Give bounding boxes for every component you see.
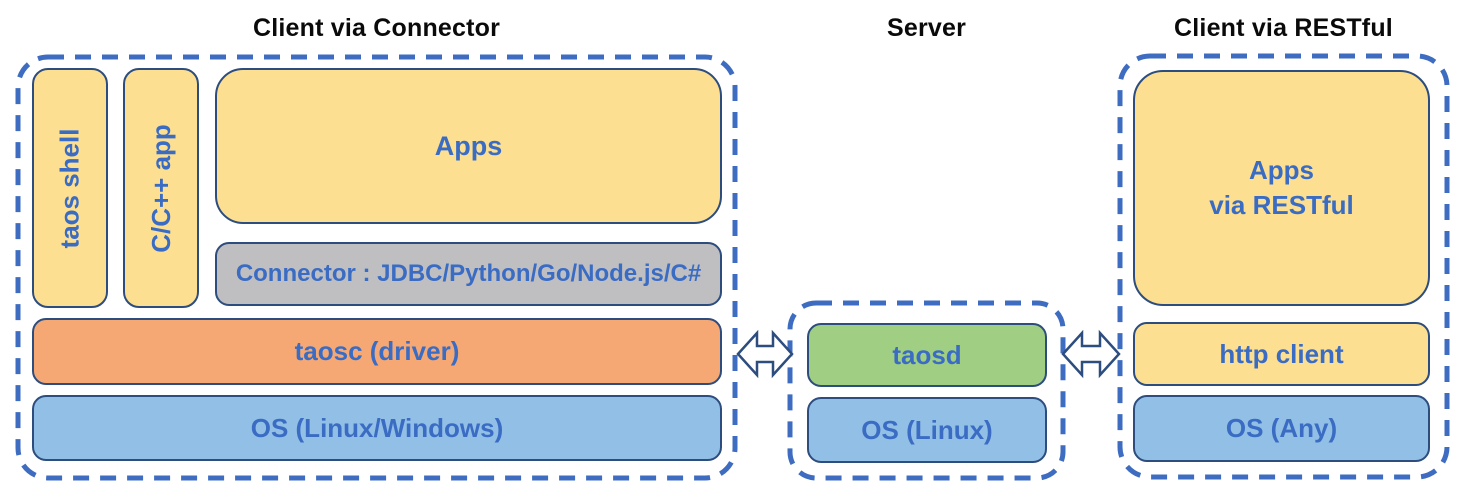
connector-box: Connector : JDBC/Python/Go/Node.js/C# (215, 242, 722, 306)
taosc-driver-label: taosc (driver) (294, 336, 460, 366)
os-linux-box: OS (Linux) (807, 397, 1047, 463)
taosc-driver-box: taosc (driver) (32, 318, 722, 385)
server-dashed-container (787, 300, 1066, 481)
apps-via-restful-box: Apps via RESTful (1133, 70, 1430, 306)
apps-via-restful-label-line2: via RESTful (1209, 190, 1354, 220)
client-restful-dashed-container (1117, 53, 1450, 480)
http-client-label: http client (1219, 338, 1344, 369)
os-linux-windows-label: OS (Linux/Windows) (250, 412, 504, 443)
http-client-box: http client (1133, 322, 1430, 386)
apps-via-restful-label-line1: Apps (1249, 154, 1314, 185)
cpp-app-label: C/C++ app (145, 123, 176, 253)
taosd-box: taosd (807, 323, 1047, 387)
taos-shell-box: taos shell (32, 68, 108, 308)
double-headed-arrow-icon (1061, 329, 1121, 379)
cpp-app-box: C/C++ app (123, 68, 199, 308)
client-restful-title: Client via RESTful (1174, 14, 1393, 42)
taosd-label: taosd (892, 339, 962, 370)
os-linux-windows-box: OS (Linux/Windows) (32, 395, 722, 461)
server-title: Server (886, 14, 967, 42)
connector-label: Connector : JDBC/Python/Go/Node.js/C# (235, 260, 702, 287)
os-any-box: OS (Any) (1133, 395, 1430, 462)
apps-box: Apps (215, 68, 722, 224)
apps-label: Apps (434, 130, 503, 161)
client-connector-dashed-container (15, 54, 738, 481)
os-linux-label: OS (Linux) (861, 414, 993, 445)
double-headed-arrow-icon (736, 329, 794, 379)
taos-shell-label: taos shell (54, 128, 85, 248)
client-connector-title: Client via Connector (252, 14, 501, 42)
os-any-label: OS (Any) (1225, 413, 1338, 443)
